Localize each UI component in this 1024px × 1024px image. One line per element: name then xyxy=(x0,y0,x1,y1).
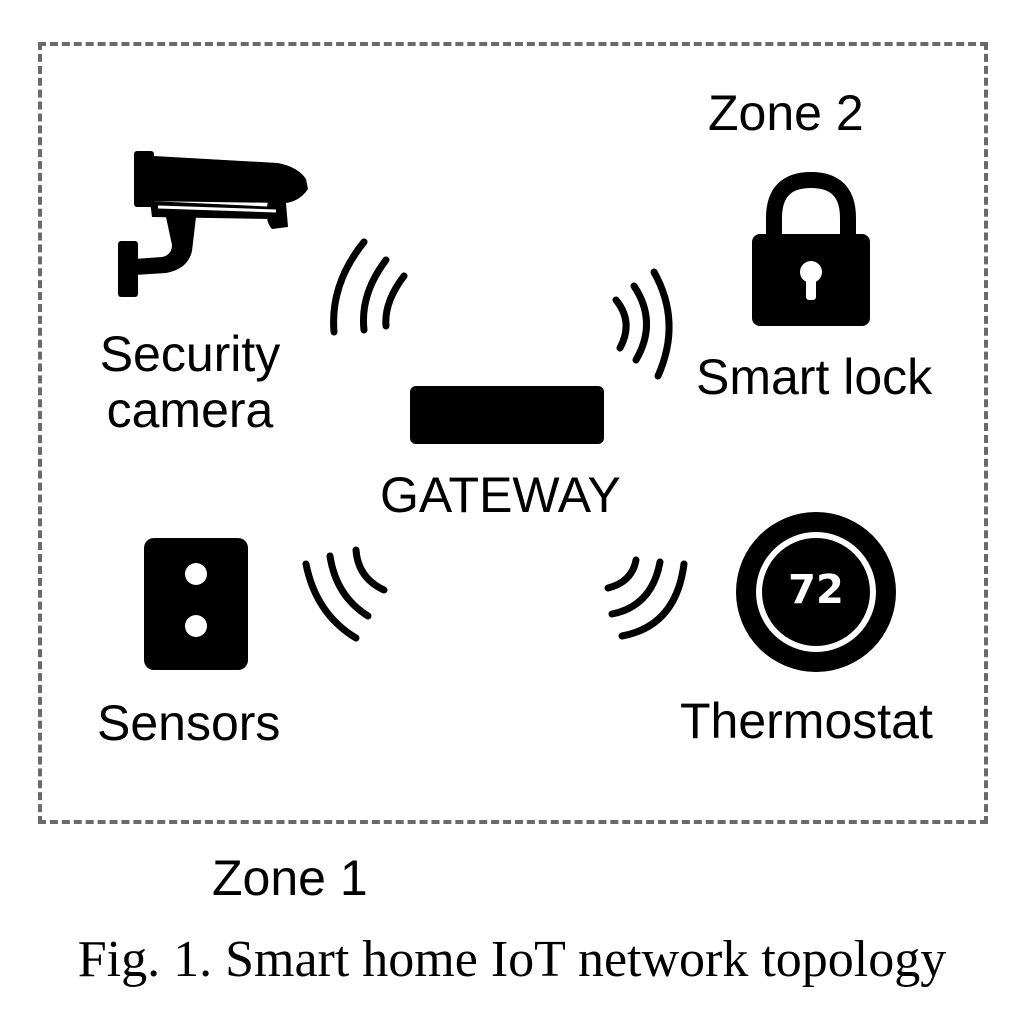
security-camera-icon xyxy=(118,151,308,297)
camera-label: Security camera xyxy=(70,326,310,438)
wifi-waves-icon xyxy=(302,546,388,642)
network-boundary xyxy=(38,42,988,824)
gateway-box-icon xyxy=(410,386,604,444)
wifi-waves-icon xyxy=(330,238,408,336)
sensor-panel-icon xyxy=(144,538,248,670)
zone1-label: Zone 1 xyxy=(212,850,368,906)
camera-label-line1: Security xyxy=(99,326,281,382)
camera-label-line2: camera xyxy=(106,382,274,438)
thermostat-readout: 72 xyxy=(788,567,844,613)
thermostat-icon xyxy=(736,512,896,672)
sensors-label: Sensors xyxy=(97,695,281,751)
lock-label: Smart lock xyxy=(696,349,933,405)
zone2-label: Zone 2 xyxy=(708,85,864,141)
figure-caption: Fig. 1. Smart home IoT network topology xyxy=(77,931,947,988)
padlock-icon xyxy=(752,171,870,326)
thermostat-label: Thermostat xyxy=(680,693,933,749)
wifi-waves-icon xyxy=(612,268,673,380)
wifi-waves-icon xyxy=(604,556,688,640)
gateway-label: GATEWAY xyxy=(380,467,621,523)
